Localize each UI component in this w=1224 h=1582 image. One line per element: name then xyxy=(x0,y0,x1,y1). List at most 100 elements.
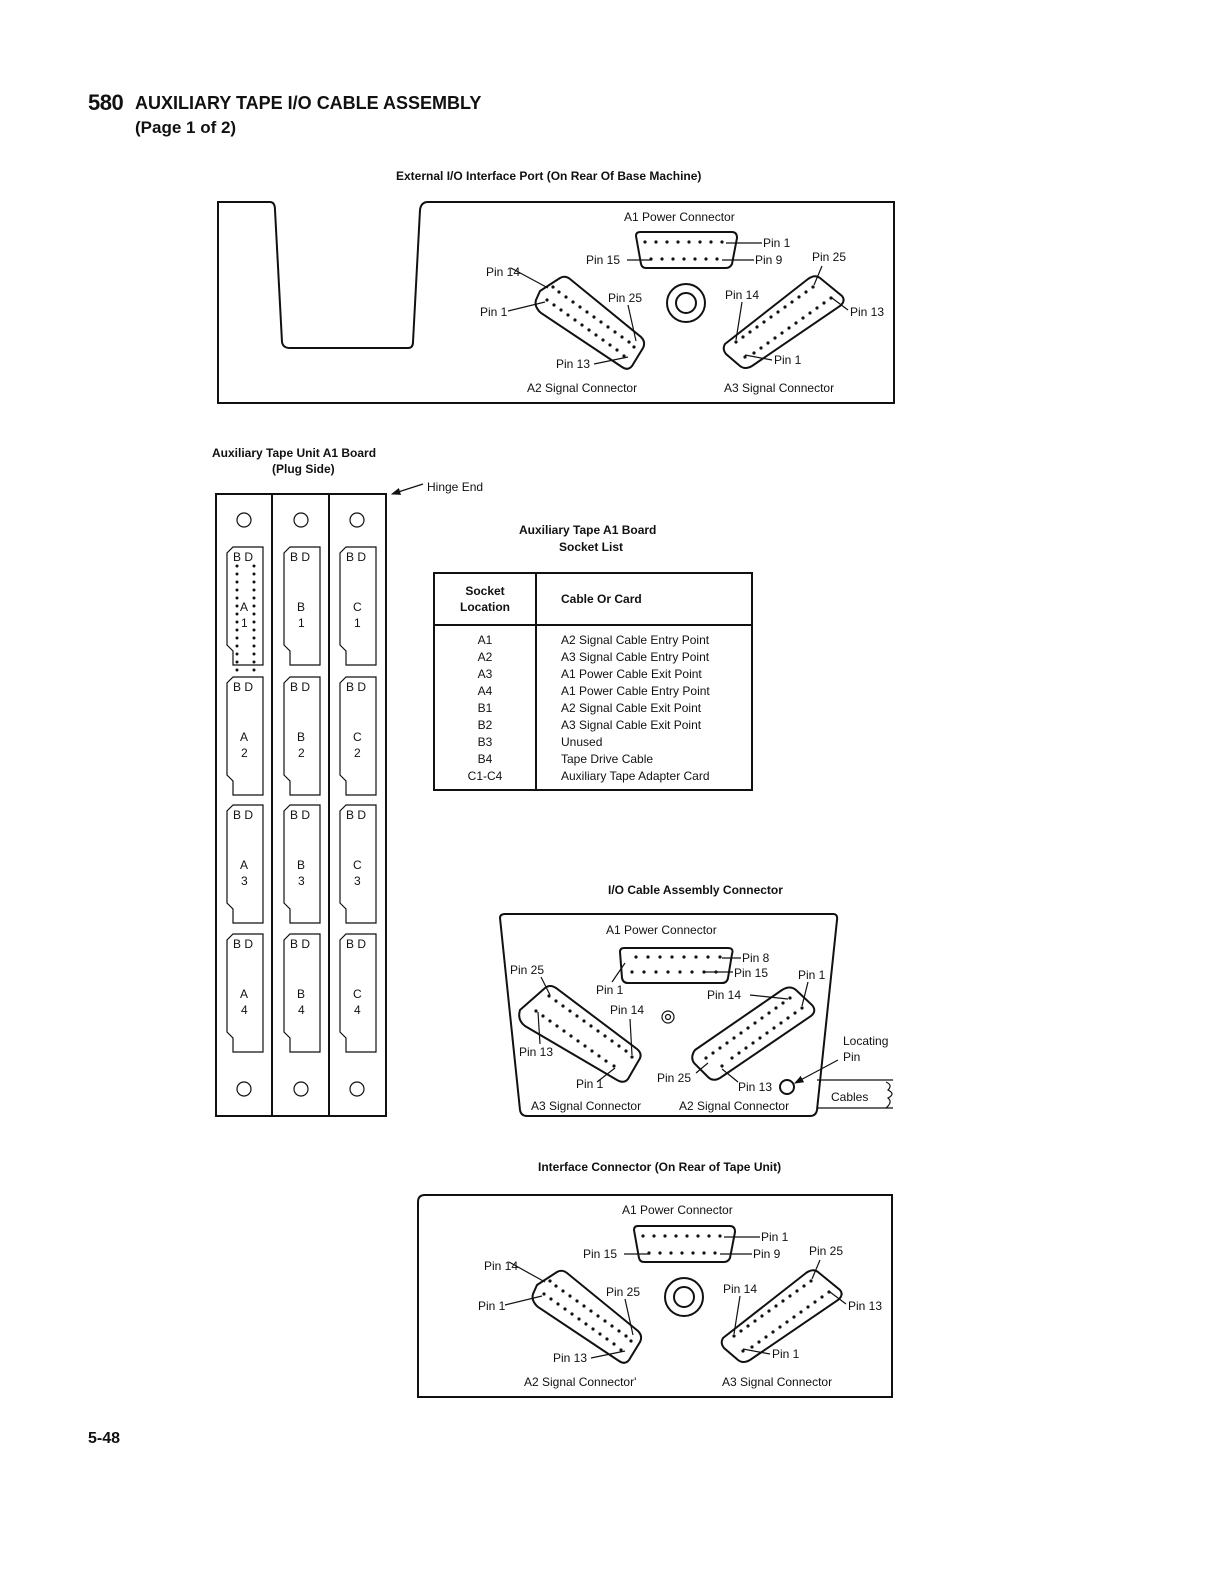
socket-column-label: C xyxy=(353,600,362,614)
socket-bd-label: B D xyxy=(290,680,310,694)
socket-row-label: 1 xyxy=(241,616,248,630)
socket-row-label: 2 xyxy=(354,746,361,760)
svg-text:Pin 1: Pin 1 xyxy=(480,305,508,319)
svg-text:Pin 1: Pin 1 xyxy=(576,1077,604,1091)
socket-pin-dot xyxy=(235,580,239,584)
socket-bd-label: B D xyxy=(346,937,366,951)
svg-text:Pin 14: Pin 14 xyxy=(723,1282,757,1296)
socket-row-label: 3 xyxy=(298,874,305,888)
socket-pin-dot xyxy=(252,668,256,672)
socket-bd-label: B D xyxy=(290,808,310,822)
svg-text:A3 Signal Connector: A3 Signal Connector xyxy=(531,1099,641,1113)
svg-text:Pin 15: Pin 15 xyxy=(586,253,620,267)
socket-bd-label: B D xyxy=(346,680,366,694)
socket-bd-label: B D xyxy=(346,808,366,822)
header-cable-or-card: Cable Or Card xyxy=(536,573,752,626)
socket-row-label: 2 xyxy=(241,746,248,760)
socket-column-label: A xyxy=(240,858,248,872)
board-caption: Auxiliary Tape Unit A1 Board xyxy=(212,446,377,460)
socket-row-label: 4 xyxy=(298,1003,305,1017)
svg-text:Pin 1: Pin 1 xyxy=(798,968,826,982)
svg-text:Pin 14: Pin 14 xyxy=(610,1003,644,1017)
a1-board xyxy=(215,483,424,1117)
socket-pin-dot xyxy=(252,572,256,576)
socket-list-caption-sub: Socket List xyxy=(559,540,624,554)
svg-text:Locating: Locating xyxy=(843,1034,888,1048)
svg-text:A1 Power Connector: A1 Power Connector xyxy=(624,210,735,224)
socket-pin-dot xyxy=(252,596,256,600)
svg-text:Pin 13: Pin 13 xyxy=(850,305,884,319)
tape-interface-caption: Interface Connector (On Rear of Tape Uni… xyxy=(538,1160,782,1174)
board-socket-slot xyxy=(339,804,377,924)
socket-row-label: 1 xyxy=(298,616,305,630)
socket-pin-dot xyxy=(235,644,239,648)
socket-pin-dot xyxy=(252,564,256,568)
board-socket-slot xyxy=(339,933,377,1053)
board-socket-slot xyxy=(283,933,321,1053)
socket-pin-dot xyxy=(252,644,256,648)
svg-text:Pin 14: Pin 14 xyxy=(725,288,759,302)
svg-text:Pin 14: Pin 14 xyxy=(486,265,520,279)
page-number: 5-48 xyxy=(88,1430,121,1447)
socket-row-label: 3 xyxy=(354,874,361,888)
a1-power-connector: A1 Power Connector Pin 1 Pin 9 Pin 15 xyxy=(586,210,791,269)
svg-text:A2 Signal Connector': A2 Signal Connector' xyxy=(524,1375,636,1389)
socket-column-label: A xyxy=(240,987,248,1001)
svg-text:Pin: Pin xyxy=(843,1050,860,1064)
socket-bd-label: B D xyxy=(346,550,366,564)
socket-bd-label: B D xyxy=(233,808,253,822)
board-socket-slot xyxy=(226,804,264,924)
socket-pin-dot xyxy=(235,588,239,592)
tape-interface-panel: A1 Power Connector Pin 1 Pin 9 Pin 15 Pi… xyxy=(417,1194,893,1398)
svg-text:Pin 1: Pin 1 xyxy=(478,1299,506,1313)
socket-bd-label: B D xyxy=(290,937,310,951)
svg-text:Pin 1: Pin 1 xyxy=(596,983,624,997)
svg-text:Pin 25: Pin 25 xyxy=(510,963,544,977)
svg-text:Pin 13: Pin 13 xyxy=(738,1080,772,1094)
svg-text:A3 Signal Connector: A3 Signal Connector xyxy=(722,1375,832,1389)
socket-pin-dot xyxy=(252,636,256,640)
socket-bd-label: B D xyxy=(233,680,253,694)
svg-text:Pin 14: Pin 14 xyxy=(707,988,741,1002)
socket-pin-dot xyxy=(252,612,256,616)
svg-text:Pin 1: Pin 1 xyxy=(761,1230,789,1244)
board-socket-slot xyxy=(226,546,264,666)
svg-text:Pin 15: Pin 15 xyxy=(734,966,768,980)
svg-text:Pin 25: Pin 25 xyxy=(657,1071,691,1085)
external-port-caption: External I/O Interface Port (On Rear Of … xyxy=(396,169,702,183)
socket-pin-dot xyxy=(235,564,239,568)
socket-column-label: B xyxy=(297,987,305,1001)
svg-text:Pin 8: Pin 8 xyxy=(742,951,770,965)
socket-column-label: A xyxy=(240,600,248,614)
board-socket-slot xyxy=(339,546,377,666)
page-title: AUXILIARY TAPE I/O CABLE ASSEMBLY xyxy=(135,93,482,113)
center-screw xyxy=(666,283,706,323)
svg-text:Pin 13: Pin 13 xyxy=(848,1299,882,1313)
socket-pin-dot xyxy=(252,620,256,624)
a3-signal-connector: Pin 25 Pin 13 Pin 14 Pin 1 A3 Signal Con… xyxy=(722,250,884,395)
svg-text:Pin 25: Pin 25 xyxy=(606,1285,640,1299)
hinge-end-label: Hinge End xyxy=(427,480,484,494)
socket-column-label: B xyxy=(297,600,305,614)
socket-bd-label: B D xyxy=(233,937,253,951)
board-socket-slot xyxy=(226,933,264,1053)
socket-pin-dot xyxy=(252,604,256,608)
socket-pin-dot xyxy=(235,596,239,600)
page-indicator: (Page 1 of 2) xyxy=(135,118,237,137)
socket-pin-dot xyxy=(235,572,239,576)
svg-text:A2 Signal Connector: A2 Signal Connector xyxy=(527,381,637,395)
socket-pin-dot xyxy=(235,628,239,632)
board-caption-sub: (Plug Side) xyxy=(272,462,335,476)
socket-bd-label: B D xyxy=(290,550,310,564)
svg-text:Pin 1: Pin 1 xyxy=(774,353,802,367)
socket-row-label: 3 xyxy=(241,874,248,888)
board-socket-slot xyxy=(283,804,321,924)
